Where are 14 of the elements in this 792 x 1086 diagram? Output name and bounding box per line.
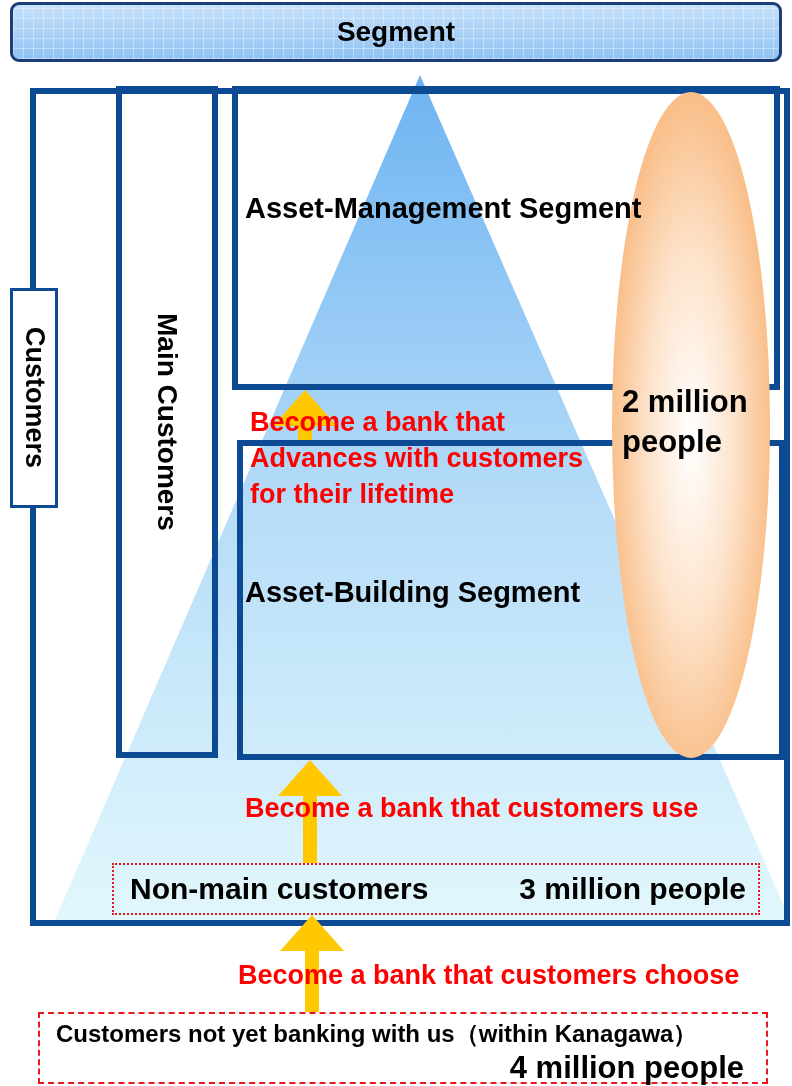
side-label-tab: Customers xyxy=(10,288,58,508)
segment-label: Asset-Building Segment xyxy=(245,576,581,609)
vertical-label: Main Customers xyxy=(151,313,183,531)
box-label: Non-main customers xyxy=(130,871,429,907)
box-label: 4 million people xyxy=(508,1048,744,1086)
population-label: 2 million people xyxy=(622,383,749,461)
segment-label: Asset-Management Segment xyxy=(245,192,642,225)
box-label: 3 million people xyxy=(519,871,746,907)
dashed-box xyxy=(38,1012,768,1084)
main-customers-box xyxy=(116,86,218,758)
dotted-box xyxy=(112,863,760,915)
segment-header-bar xyxy=(10,2,782,62)
box-label: Customers not yet banking with us（within Kanagawa） xyxy=(56,1020,699,1049)
header-text: Segment xyxy=(336,16,456,48)
